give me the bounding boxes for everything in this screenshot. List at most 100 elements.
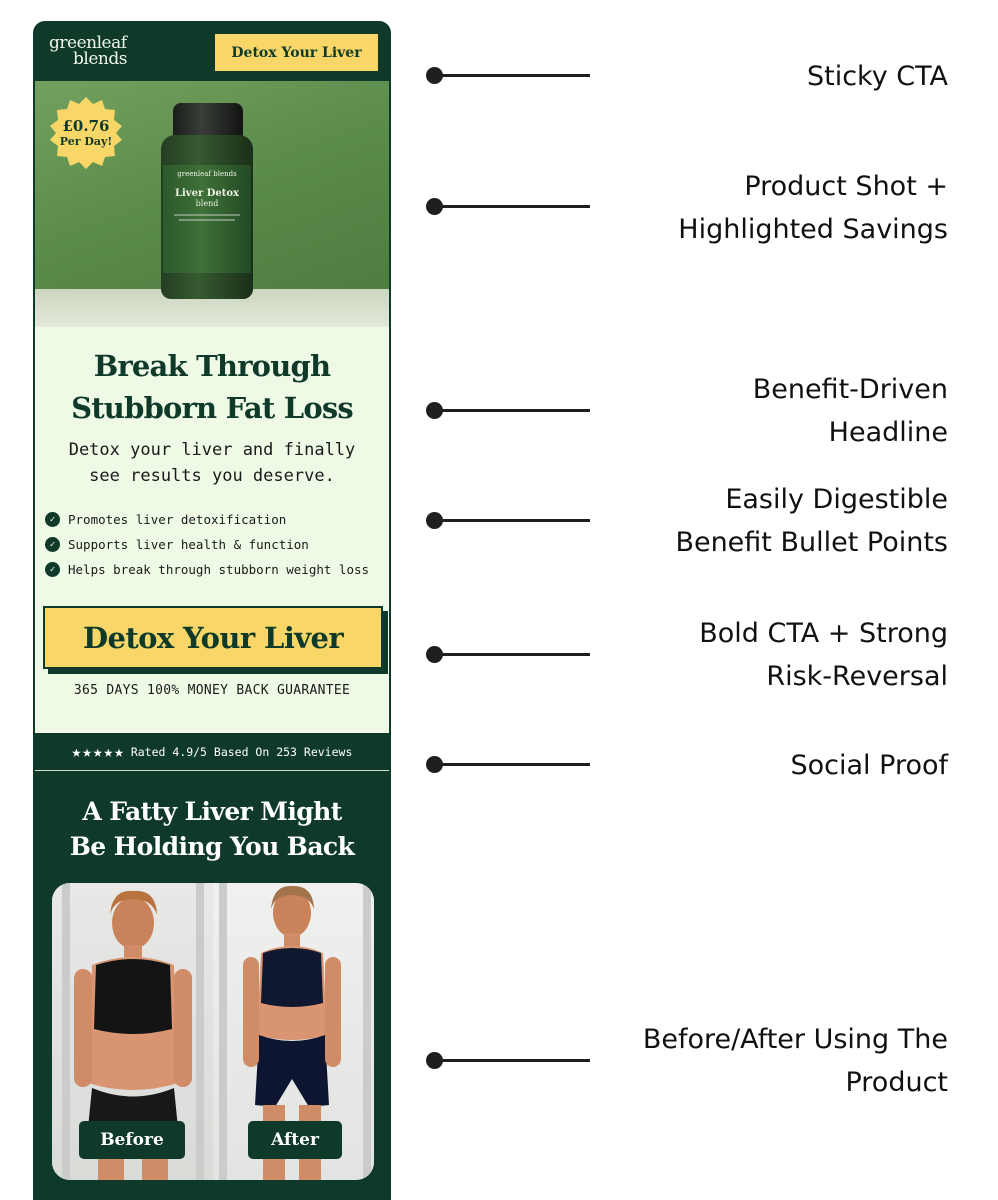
product-hero: £0.76 Per Day! greenleaf blends Liver De…: [35, 81, 389, 327]
annotation-line: Benefit Bullet Points: [675, 527, 948, 558]
pointer-line: [436, 205, 590, 208]
annotation-line: Highlighted Savings: [678, 214, 948, 245]
bottle-brand: greenleaf blends: [177, 170, 237, 178]
door-frame: [196, 883, 204, 1180]
benefit-item: ✓ Promotes liver detoxification: [45, 507, 385, 532]
section-title-line-1: A Fatty Liver Might: [82, 797, 342, 826]
benefit-item: ✓ Helps break through stubborn weight lo…: [45, 557, 385, 582]
email-mockup: greenleaf blends Detox Your Liver £0.76 …: [33, 21, 391, 1200]
star-rating: ★ ★ ★ ★ ★: [71, 741, 125, 761]
badge-price: £0.76: [62, 117, 110, 135]
sticky-header: greenleaf blends Detox Your Liver: [35, 23, 389, 81]
annotation-label: Sticky CTA: [588, 55, 948, 98]
benefit-list: ✓ Promotes liver detoxification ✓ Suppor…: [45, 507, 385, 582]
pointer-dot: [426, 756, 443, 773]
pointer-dot: [426, 512, 443, 529]
savings-badge: £0.76 Per Day!: [48, 95, 124, 171]
star-icon: ★: [71, 741, 82, 761]
check-circle-icon: ✓: [45, 512, 60, 527]
annotation-line: Social Proof: [790, 750, 949, 781]
section-title: A Fatty Liver Might Be Holding You Back: [35, 794, 389, 864]
bottle-product-name: Liver Detox: [174, 188, 240, 199]
annotation-line: Product: [845, 1067, 948, 1098]
annotation-headline: Benefit-Driven Headline: [0, 368, 998, 468]
annotation-line: Sticky CTA: [806, 61, 948, 92]
after-photo: [213, 883, 374, 1180]
bottle-product-sub: blend: [195, 199, 219, 208]
guarantee-text: 365 DAYS 100% MONEY BACK GUARANTEE: [73, 683, 351, 698]
annotation-line: Headline: [828, 417, 948, 448]
annotation-before-after: Before/After Using The Product: [0, 1018, 998, 1118]
after-label: After: [248, 1121, 342, 1159]
benefit-item: ✓ Supports liver health & function: [45, 532, 385, 557]
social-proof-bar: ★ ★ ★ ★ ★ Rated 4.9/5 Based On 253 Revie…: [35, 733, 389, 771]
main-headline: Break Through Stubborn Fat Loss: [35, 345, 389, 429]
pointer-dot: [426, 198, 443, 215]
annotation-label: Bold CTA + Strong Risk-Reversal: [588, 612, 948, 698]
star-icon: ★: [92, 741, 103, 761]
annotation-line: Before/After Using The: [642, 1024, 948, 1055]
pointer-dot: [426, 402, 443, 419]
star-icon: ★: [103, 741, 114, 761]
bottle-body: greenleaf blends Liver Detox blend: [161, 135, 253, 299]
reviews-text: Rated 4.9/5 Based On 253 Reviews: [130, 744, 353, 759]
annotation-line: Product Shot +: [744, 171, 948, 202]
annotation-label: Product Shot + Highlighted Savings: [588, 165, 948, 251]
bottle-label-line: [179, 219, 235, 221]
product-bottle-image: greenleaf blends Liver Detox blend: [161, 103, 253, 299]
before-label: Before: [79, 1121, 185, 1159]
pointer-line: [436, 409, 590, 412]
brand-logo[interactable]: greenleaf blends: [49, 33, 127, 69]
subheadline-line-1: Detox your liver and finally: [68, 440, 356, 460]
door-frame: [363, 883, 371, 1180]
bottle-label: greenleaf blends Liver Detox blend: [163, 165, 251, 273]
annotation-label: Before/After Using The Product: [588, 1018, 948, 1104]
annotation-sticky-cta: Sticky CTA: [0, 55, 998, 155]
badge-per-day: Per Day!: [59, 135, 113, 148]
sub-headline: Detox your liver and finally see results…: [35, 437, 389, 489]
headline-line-1: Break Through: [93, 349, 331, 383]
annotation-bold-cta: Bold CTA + Strong Risk-Reversal: [0, 612, 998, 712]
pointer-line: [436, 74, 590, 77]
annotation-label: Social Proof: [588, 744, 949, 787]
benefit-text: Helps break through stubborn weight loss: [68, 562, 370, 577]
annotation-label: Benefit-Driven Headline: [588, 368, 948, 454]
star-icon: ★: [82, 741, 92, 761]
pointer-line: [436, 653, 590, 656]
pointer-dot: [426, 67, 443, 84]
after-person-figure: [243, 885, 341, 1180]
annotation-bullets: Easily Digestible Benefit Bullet Points: [0, 478, 998, 578]
annotation-line: Risk-Reversal: [766, 661, 948, 692]
sticky-cta-button[interactable]: Detox Your Liver: [215, 34, 378, 71]
bottle-label-line: [174, 214, 240, 216]
brand-logo-line1: greenleaf: [49, 33, 127, 53]
star-icon: ★: [114, 741, 124, 761]
pointer-dot: [426, 1052, 443, 1069]
annotation-line: Benefit-Driven: [752, 374, 948, 405]
brand-logo-line2: blends: [73, 49, 127, 69]
headline-line-2: Stubborn Fat Loss: [71, 391, 354, 425]
benefit-text: Supports liver health & function: [68, 537, 309, 552]
pointer-dot: [426, 646, 443, 663]
door-frame: [219, 883, 227, 1180]
annotation-label: Easily Digestible Benefit Bullet Points: [588, 478, 948, 564]
pointer-line: [436, 519, 590, 522]
subheadline-line-2: see results you deserve.: [89, 466, 335, 486]
pointer-line: [436, 1059, 590, 1062]
badge-starburst-icon: [50, 97, 122, 169]
section-title-line-2: Be Holding You Back: [69, 832, 355, 861]
before-after-image: Before After: [52, 883, 374, 1180]
annotation-product-shot: Product Shot + Highlighted Savings: [0, 165, 998, 265]
benefit-panel: Break Through Stubborn Fat Loss Detox yo…: [35, 327, 389, 733]
check-circle-icon: ✓: [45, 537, 60, 552]
pointer-line: [436, 763, 590, 766]
annotation-line: Easily Digestible: [725, 484, 948, 515]
fatty-liver-section: A Fatty Liver Might Be Holding You Back: [35, 772, 389, 1200]
check-circle-icon: ✓: [45, 562, 60, 577]
annotation-line: Bold CTA + Strong: [699, 618, 948, 649]
main-cta-button[interactable]: Detox Your Liver: [43, 606, 383, 669]
before-person-figure: [74, 890, 192, 1180]
benefit-text: Promotes liver detoxification: [68, 512, 287, 527]
annotation-social-proof: Social Proof: [0, 744, 998, 844]
door-frame: [62, 883, 70, 1180]
